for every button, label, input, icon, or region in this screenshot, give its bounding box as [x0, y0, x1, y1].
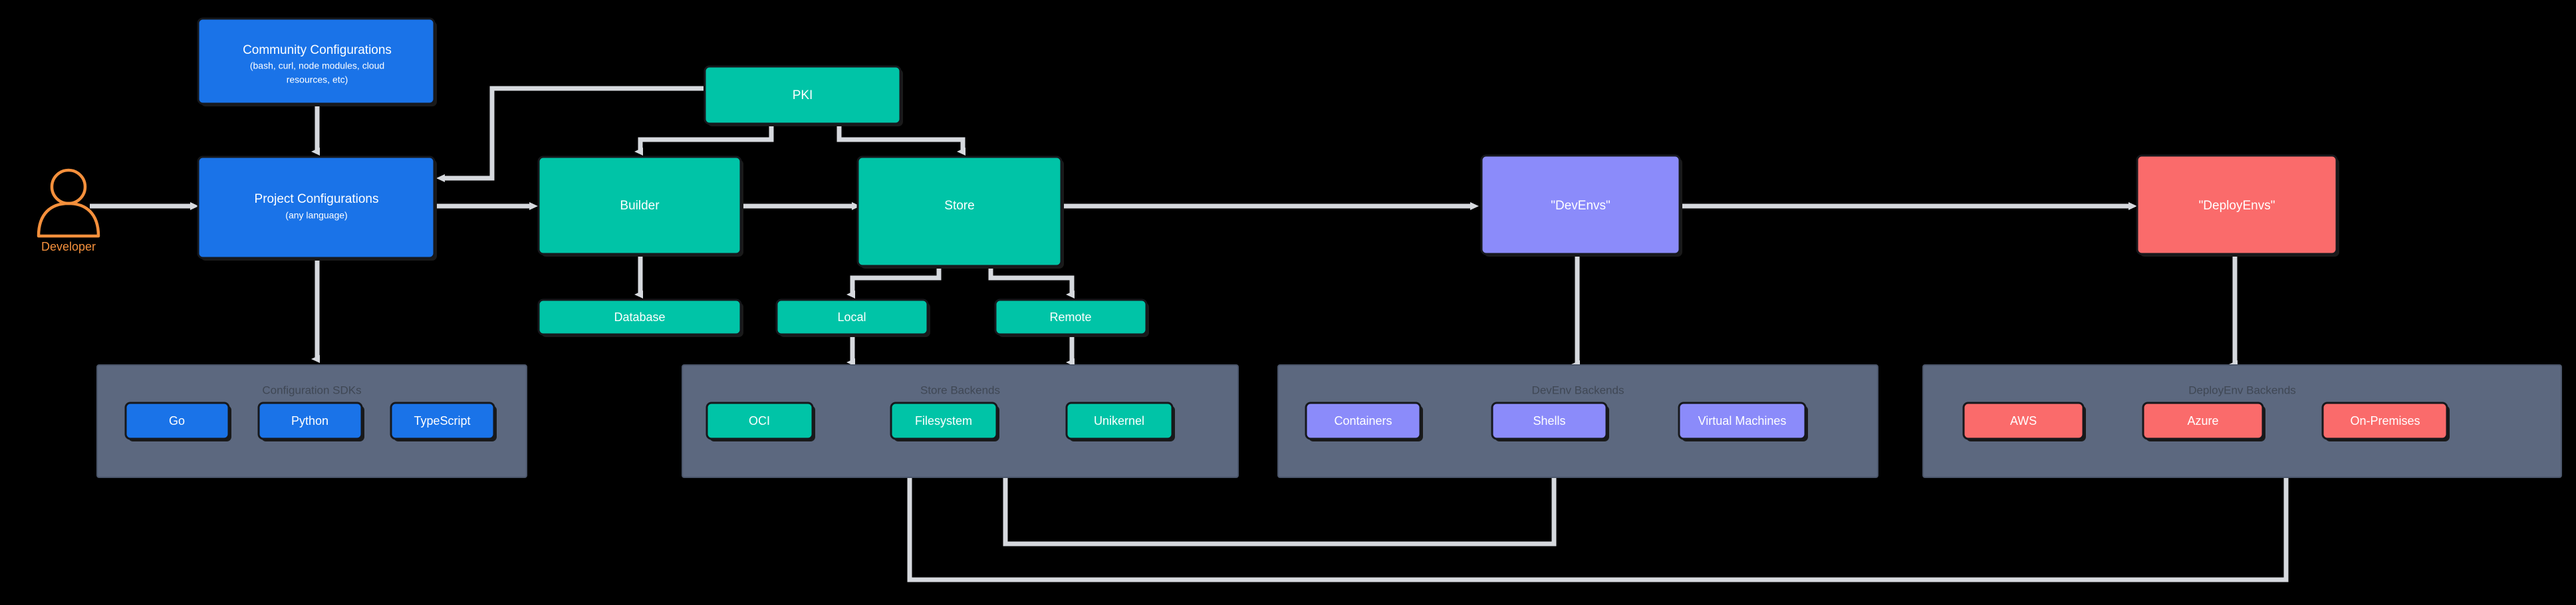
node-store-backend-oci[interactable]: OCI	[706, 402, 815, 441]
cluster-label-deployenv-backends: DeployEnv Backends	[2188, 384, 2296, 396]
edge-pki-to-builder	[634, 126, 774, 156]
node-deployenvs[interactable]: "DeployEnvs"	[2136, 154, 2339, 257]
node-community-configurations-subtitle-2: resources, etc)	[287, 74, 348, 85]
node-sdk-typescript-label: TypeScript	[414, 414, 470, 427]
node-devenv-backend-virtual-machines[interactable]: Virtual Machines	[1678, 402, 1808, 441]
edge-devenv-backends-to-store-backends	[1003, 461, 1557, 546]
node-remote-label: Remote	[1049, 310, 1091, 324]
node-devenv-backend-shells-label: Shells	[1533, 414, 1565, 427]
edge-pki-to-project-configurations	[436, 86, 704, 182]
node-builder[interactable]: Builder	[537, 156, 743, 257]
node-community-configurations-subtitle-1: (bash, curl, node modules, cloud	[250, 60, 384, 71]
node-project-configurations[interactable]: Project Configurations (any language)	[197, 156, 437, 261]
node-builder-label: Builder	[620, 199, 660, 213]
node-sdk-python-label: Python	[291, 414, 328, 427]
edge-pki-to-store	[837, 126, 966, 156]
node-store[interactable]: Store	[856, 156, 1064, 269]
node-store-label: Store	[944, 199, 974, 213]
node-local[interactable]: Local	[775, 299, 930, 337]
node-deployenv-backend-on-premises[interactable]: On-Premises	[2321, 402, 2450, 441]
node-local-label: Local	[837, 310, 866, 324]
node-devenvs-label: "DevEnvs"	[1551, 199, 1610, 213]
node-store-backend-oci-label: OCI	[749, 414, 770, 427]
node-remote[interactable]: Remote	[994, 299, 1149, 337]
node-deployenv-backend-azure-label: Azure	[2187, 414, 2218, 427]
cluster-label-store-backends: Store Backends	[920, 384, 1000, 396]
developer-actor[interactable]: Developer	[37, 168, 100, 253]
node-store-backend-unikernel[interactable]: Unikernel	[1065, 402, 1175, 441]
node-sdk-typescript[interactable]: TypeScript	[390, 402, 497, 441]
node-devenv-backend-containers-label: Containers	[1334, 414, 1392, 427]
node-devenvs[interactable]: "DevEnvs"	[1480, 154, 1682, 257]
node-community-configurations-title: Community Configurations	[243, 43, 392, 57]
node-deployenv-backend-on-premises-label: On-Premises	[2350, 414, 2420, 427]
cluster-label-configuration-sdks: Configuration SDKs	[262, 384, 361, 396]
developer-actor-label: Developer	[41, 240, 96, 253]
node-devenv-backend-virtual-machines-label: Virtual Machines	[1698, 414, 1787, 427]
node-deployenv-backend-aws-label: AWS	[2010, 414, 2037, 427]
node-project-configurations-subtitle: (any language)	[285, 210, 347, 221]
node-store-backend-filesystem-label: Filesystem	[915, 414, 972, 427]
edge-store-to-remote	[988, 266, 1075, 299]
edge-deployenv-backends-to-store-backends	[907, 461, 2289, 582]
node-pki[interactable]: PKI	[704, 65, 903, 126]
cluster-label-devenv-backends: DevEnv Backends	[1532, 384, 1624, 396]
node-store-backend-filesystem[interactable]: Filesystem	[890, 402, 999, 441]
edge-store-to-local	[846, 266, 942, 299]
node-database-label: Database	[614, 310, 665, 324]
node-sdk-python[interactable]: Python	[257, 402, 364, 441]
person-outline-icon	[37, 168, 100, 238]
node-sdk-go-label: Go	[169, 414, 185, 427]
node-deployenv-backend-azure[interactable]: Azure	[2142, 402, 2265, 441]
node-deployenv-backend-aws[interactable]: AWS	[1962, 402, 2086, 441]
node-database[interactable]: Database	[537, 299, 743, 337]
node-community-configurations[interactable]: Community Configurations (bash, curl, no…	[197, 17, 437, 106]
node-project-configurations-title: Project Configurations	[255, 192, 379, 206]
node-pki-label: PKI	[793, 88, 813, 102]
node-sdk-go[interactable]: Go	[124, 402, 231, 441]
node-devenv-backend-containers[interactable]: Containers	[1305, 402, 1423, 441]
node-store-backend-unikernel-label: Unikernel	[1094, 414, 1144, 427]
node-devenv-backend-shells[interactable]: Shells	[1491, 402, 1609, 441]
node-deployenvs-label: "DeployEnvs"	[2199, 199, 2275, 213]
